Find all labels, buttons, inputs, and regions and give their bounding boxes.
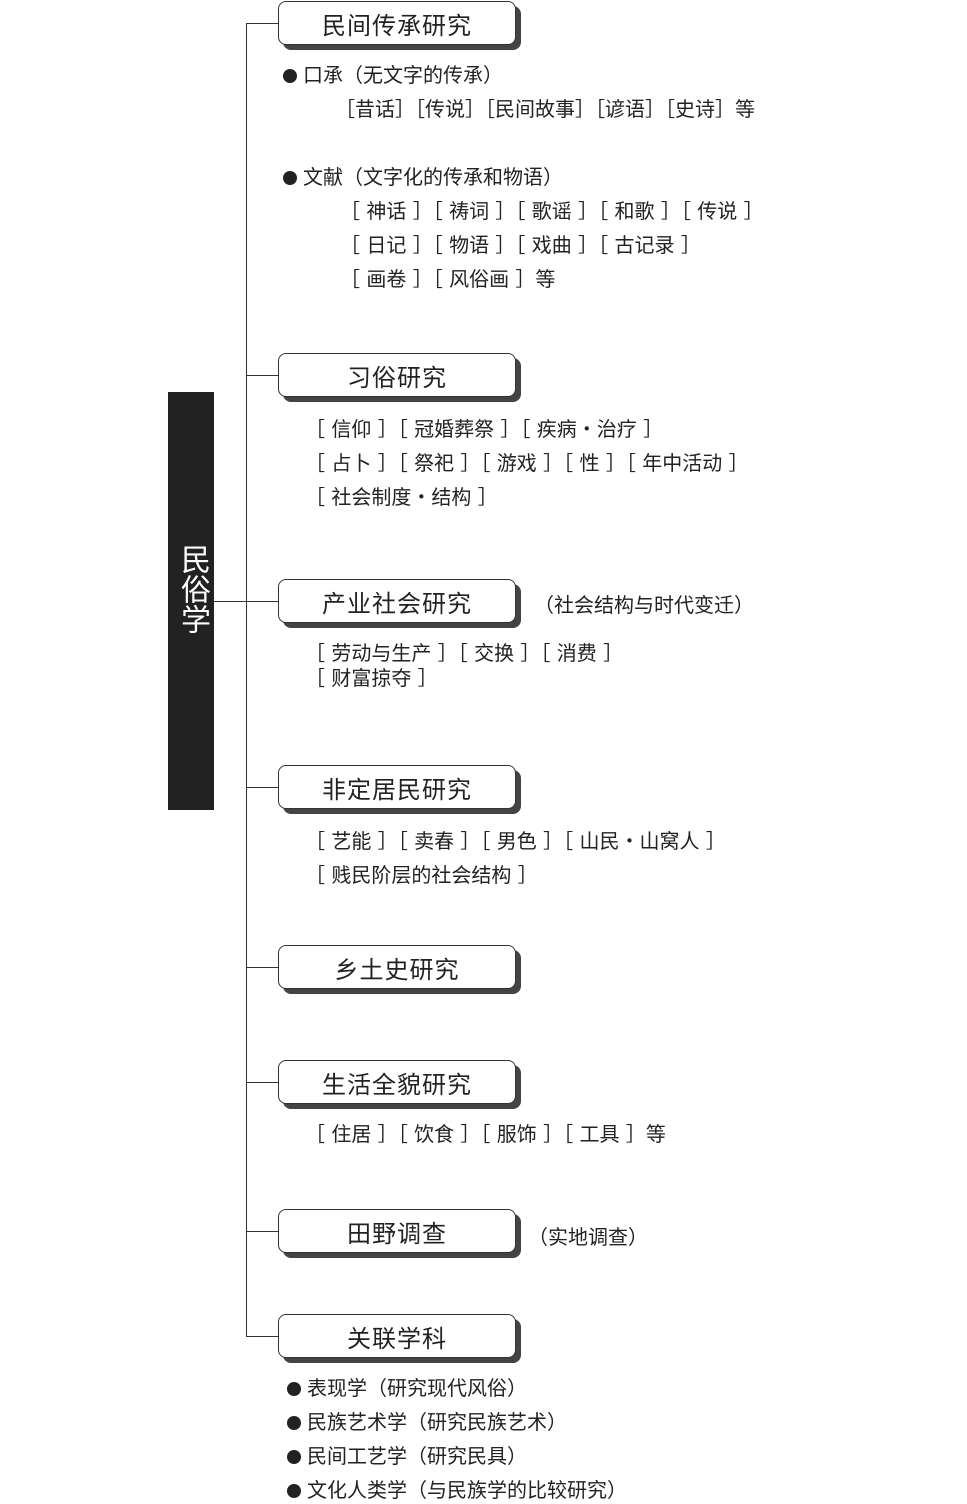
bullet-item: 文化人类学（与民族学的比较研究） (287, 1476, 627, 1504)
bullet-item: 文献（文字化的传承和物语） (283, 163, 563, 191)
root-label: 民俗学 (175, 544, 210, 634)
detail-line: ［ 信仰 ］［ 冠婚葬祭 ］［ 疾病・治疗 ］ (305, 417, 664, 441)
bullet-heading: 民间工艺学（研究民具） (307, 1444, 527, 1468)
branch-connector (246, 1336, 278, 1337)
branch-box-local-history: 乡土史研究 (278, 945, 516, 989)
bullet-dot (287, 1450, 301, 1464)
branch-title: 产业社会研究 (322, 589, 472, 618)
bullet-dot (287, 1484, 301, 1498)
branch-box-non-settled: 非定居民研究 (278, 765, 516, 809)
bullet-item: 口承（无文字的传承） (283, 61, 503, 89)
bullet-item: 表现学（研究现代风俗） (287, 1374, 527, 1402)
bullet-heading: 表现学（研究现代风俗） (307, 1376, 527, 1400)
branch-title: 田野调查 (347, 1219, 447, 1248)
detail-line: ［ 艺能 ］［ 卖春 ］［ 男色 ］［ 山民・山窝人 ］ (305, 829, 726, 853)
trunk-line (246, 23, 247, 1336)
detail-line: ［ 贱民阶层的社会结构 ］ (305, 863, 538, 887)
branch-title: 非定居民研究 (322, 775, 472, 804)
branch-note: （社会结构与时代变迁） (534, 593, 754, 617)
detail-line: ［ 社会制度・结构 ］ (305, 485, 498, 509)
branch-box-life-overview: 生活全貌研究 (278, 1060, 516, 1104)
bullet-heading: 文献（文字化的传承和物语） (303, 165, 563, 189)
root-connector (214, 601, 246, 602)
branch-connector (246, 1231, 278, 1232)
branch-box-customs: 习俗研究 (278, 353, 516, 397)
detail-line: ［ 劳动与生产 ］［ 交换 ］［ 消费 ］ (305, 641, 624, 665)
bullet-heading: 口承（无文字的传承） (303, 63, 503, 87)
branch-connector (246, 1082, 278, 1083)
branch-connector (246, 375, 278, 376)
branch-title: 关联学科 (347, 1324, 447, 1353)
branch-note: （实地调查） (528, 1225, 648, 1249)
detail-line: ［ 神话 ］［ 祷词 ］［ 歌谣 ］［ 和歌 ］［ 传说 ］ (340, 199, 764, 223)
branch-box-folk-tradition: 民间传承研究 (278, 1, 516, 45)
detail-line: ［ 占卜 ］［ 祭祀 ］［ 游戏 ］［ 性 ］［ 年中活动 ］ (305, 451, 749, 475)
bullet-dot (287, 1382, 301, 1396)
detail-line: ［ 住居 ］［ 饮食 ］［ 服饰 ］［ 工具 ］等 (305, 1122, 666, 1146)
branch-connector (246, 601, 278, 602)
bullet-item: 民族艺术学（研究民族艺术） (287, 1408, 567, 1436)
branch-box-fieldwork: 田野调查 (278, 1209, 516, 1253)
detail-line: ［ 画卷 ］［ 风俗画 ］等 (340, 267, 556, 291)
bullet-dot (283, 171, 297, 185)
bullet-dot (283, 69, 297, 83)
bullet-heading: 民族艺术学（研究民族艺术） (307, 1410, 567, 1434)
branch-box-industrial-society: 产业社会研究 (278, 579, 516, 623)
branch-title: 习俗研究 (347, 363, 447, 392)
detail-line: ［ 日记 ］［ 物语 ］［ 戏曲 ］［ 古记录 ］ (340, 233, 701, 257)
bullet-heading: 文化人类学（与民族学的比较研究） (307, 1478, 627, 1502)
branch-connector (246, 787, 278, 788)
detail-line: ［昔话］［传说］［民间故事］［谚语］［史诗］等 (335, 97, 755, 121)
root-node: 民俗学 (168, 392, 214, 810)
branch-title: 民间传承研究 (322, 11, 472, 40)
branch-box-related-disciplines: 关联学科 (278, 1314, 516, 1358)
branch-connector (246, 23, 278, 24)
branch-title: 生活全貌研究 (322, 1070, 472, 1099)
branch-connector (246, 967, 278, 968)
bullet-item: 民间工艺学（研究民具） (287, 1442, 527, 1470)
detail-line: ［ 财富掠夺 ］ (305, 666, 438, 690)
bullet-dot (287, 1416, 301, 1430)
branch-title: 乡土史研究 (334, 955, 460, 984)
